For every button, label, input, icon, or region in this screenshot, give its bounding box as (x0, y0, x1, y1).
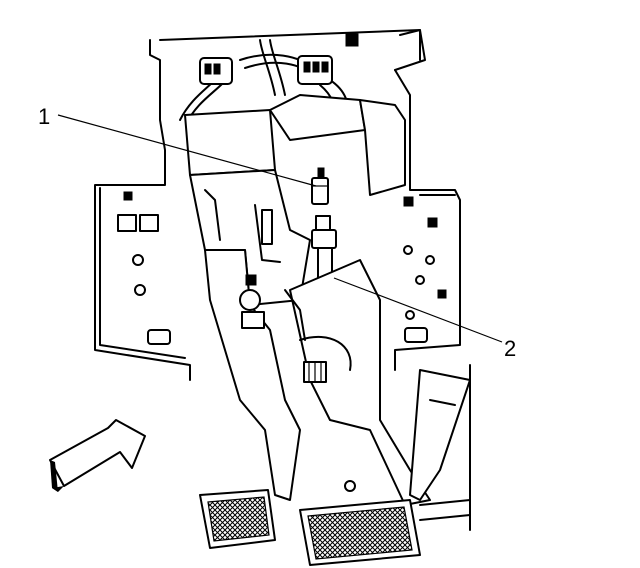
accelerator-pedal-pad (299, 499, 421, 566)
callout-label-2: 2 (504, 336, 516, 361)
floor-edge (419, 364, 471, 531)
firewall-panel (94, 29, 461, 381)
leader-line-1 (57, 114, 317, 187)
view-direction-arrow-icon (49, 419, 146, 492)
leader-line-2 (333, 277, 503, 343)
callout-label-1: 1 (38, 104, 50, 129)
callout-leaders (57, 114, 503, 343)
pedal-arms (204, 249, 471, 506)
switch-1 (311, 167, 329, 205)
pedal-bracket (184, 94, 406, 306)
brake-pedal-pad (199, 489, 276, 549)
